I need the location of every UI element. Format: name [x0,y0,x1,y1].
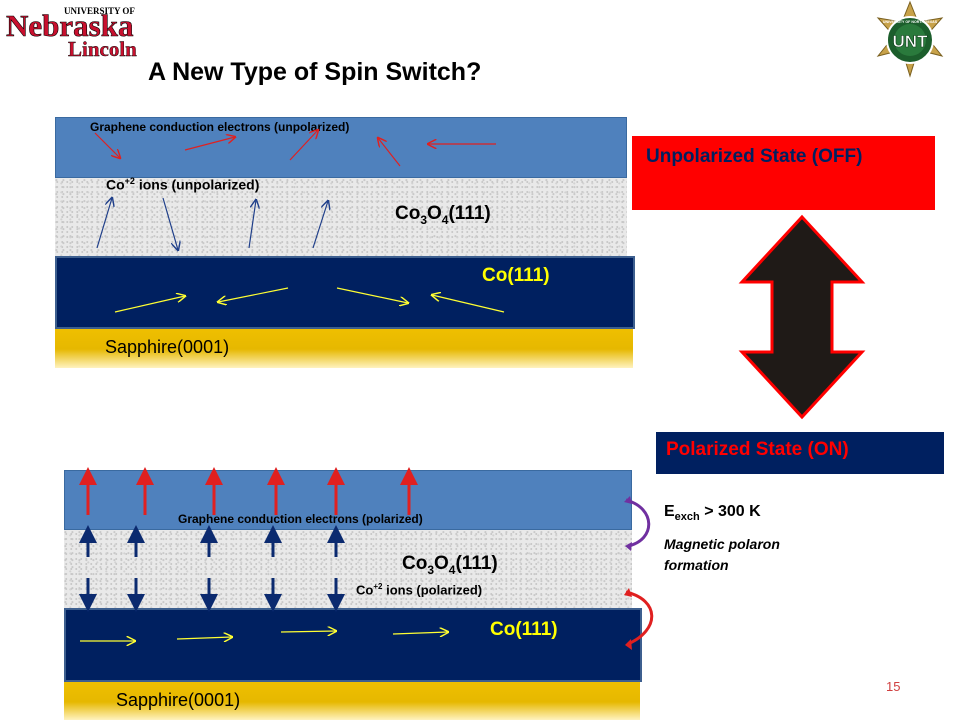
top-graphene-label: Graphene conduction electrons (unpolariz… [90,120,350,134]
logo-unt-ring: UNIVERSITY OF NORTH TEXAS [883,20,938,24]
top-electron-arrow [289,130,318,161]
top-ion-arrow [248,200,256,249]
red-coupling-bracket [625,590,654,646]
bottom-cobalt-arrow [392,632,448,634]
bottom-sapphire-label: Sapphire(0001) [116,690,241,710]
top-cobalt-layer [55,256,635,329]
bottom-oxide-label: Co3O4(111) [402,553,498,577]
logo-unt: UNT [893,32,929,51]
exchange-energy-label: Eexch > 300 K [664,503,761,524]
nebraska-logo: UNIVERSITY OF Nebraska Lincoln [4,2,140,61]
bottom-cobalt-arrow [176,637,232,639]
top-electron-arrow [378,138,401,167]
top-sapphire-label: Sapphire(0001) [105,337,230,357]
slide-title: A New Type of Spin Switch? [148,58,482,86]
bottom-sapphire-layer [64,680,640,720]
top-cobalt-arrow [432,295,505,313]
bottom-cobalt-arrow [280,631,336,632]
page-number: 15 [886,679,901,694]
state-toggle-double-arrow [738,214,866,420]
logo-university-of: UNIVERSITY OF [64,6,135,16]
unt-logo: UNT UNIVERSITY OF NORTH TEXAS [872,0,948,82]
bottom-oxide-layer [64,530,632,612]
unpolarized-state-box: Unpolarized State (OFF) [632,136,935,210]
top-cobalt-arrow [218,287,289,302]
bottom-cobalt-label: Co(111) [490,619,558,640]
top-ion-arrow [162,197,178,250]
bottom-cobalt-layer [64,608,642,682]
top-electron-arrow [94,132,120,158]
purple-exchange-bracket [625,498,651,548]
bottom-graphene-label: Graphene conduction electrons (polarized… [178,512,423,526]
bottom-ions-label: Co+2 ions (polarized) [356,582,483,598]
top-ion-arrow [96,198,112,249]
top-oxide-label: Co3O4(111) [395,203,491,227]
logo-nebraska: Nebraska [6,8,134,43]
top-cobalt-label: Co(111) [482,265,550,286]
top-ion-arrow [312,201,328,249]
magnetic-polaron-note: Magnetic polaron formation [664,536,780,573]
top-electron-arrow [184,137,235,151]
top-sapphire-layer [55,326,633,368]
logo-lincoln: Lincoln [68,37,137,61]
top-graphene-layer [55,117,627,178]
top-ions-label: Co+2 ions (unpolarized) [106,176,260,193]
top-cobalt-arrow [114,296,185,313]
polarized-state-box: Polarized State (ON) [656,432,944,474]
top-oxide-layer [55,178,627,258]
bottom-graphene-layer [64,470,632,530]
top-cobalt-arrow [336,287,408,303]
